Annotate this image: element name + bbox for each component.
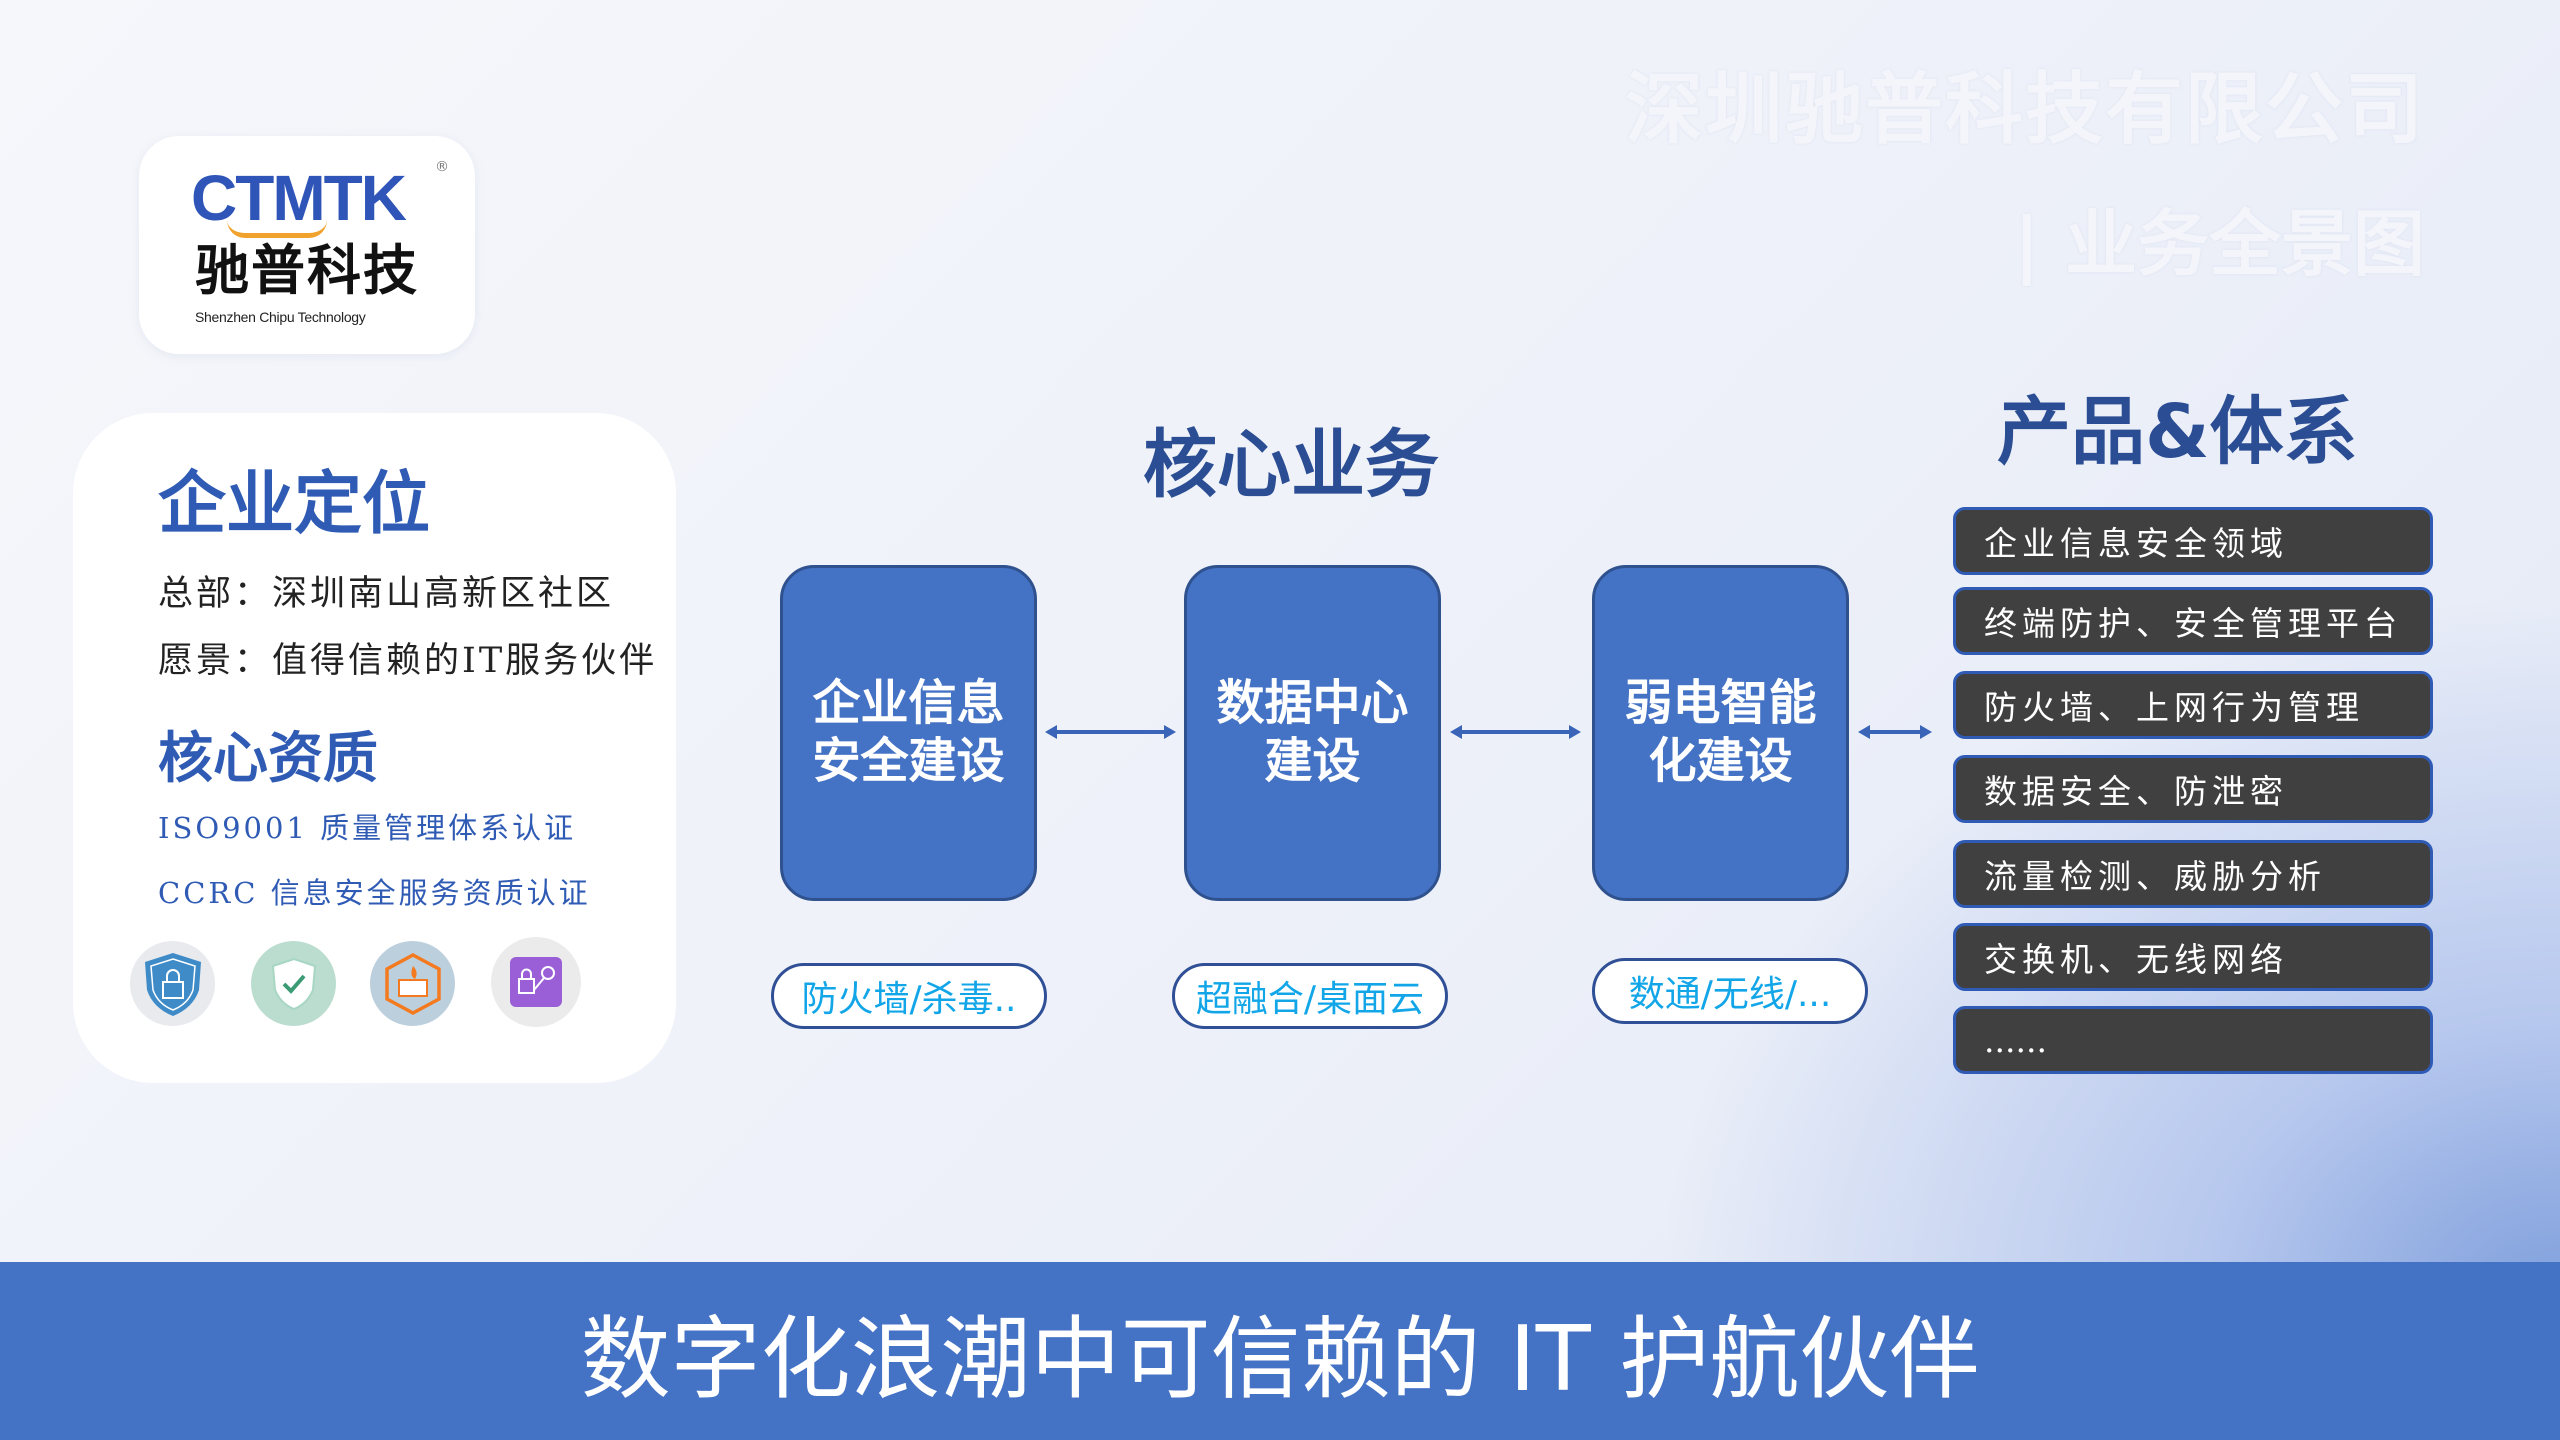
business-box-datacenter: 数据中心建设 (1184, 565, 1441, 901)
product-item: 流量检测、威胁分析 (1953, 840, 2433, 908)
business-box-infosec: 企业信息安全建设 (780, 565, 1037, 901)
tag-datacenter: 超融合/桌面云 (1172, 963, 1448, 1029)
double-arrow-icon (1045, 725, 1176, 739)
products-heading: 产品&体系 (1997, 389, 2358, 475)
shield-lock-icon (130, 941, 215, 1026)
qualification-ccrc: CCRC 信息安全服务资质认证 (158, 876, 591, 910)
business-box-weak-current: 弱电智能化建设 (1592, 565, 1849, 901)
company-title: 深圳驰普科技有限公司 (1624, 65, 2425, 155)
logo-subtitle: Shenzhen Chipu Technology (195, 309, 366, 325)
double-arrow-icon (1858, 725, 1932, 739)
firewall-icon (370, 941, 455, 1026)
registered-mark-icon: ® (435, 159, 449, 175)
logo-text-cn: 驰普科技 (195, 239, 419, 302)
core-business-heading: 核心业务 (1143, 422, 1439, 508)
tag-weak-current: 数通/无线/... (1592, 958, 1868, 1024)
footer-slogan: 数字化浪潮中可信赖的 IT 护航伙伴 (580, 1307, 1980, 1412)
tag-infosec: 防火墙/杀毒.. (771, 963, 1047, 1029)
shield-check-icon (251, 941, 336, 1026)
product-item: 数据安全、防泄密 (1953, 755, 2433, 823)
hq-text: 总部：深圳南山高新区社区 (158, 574, 615, 614)
lock-key-icon (491, 937, 581, 1027)
product-item: 防火墙、上网行为管理 (1953, 671, 2433, 739)
page-subtitle: | 业务全景图 (2013, 202, 2425, 286)
logo-card: CTMTK ® 驰普科技 Shenzhen Chipu Technology (139, 136, 475, 354)
product-item: 企业信息安全领域 (1953, 507, 2433, 575)
qualification-iso: ISO9001 质量管理体系认证 (158, 811, 577, 845)
positioning-card: 企业定位 总部：深圳南山高新区社区 愿景：值得信赖的IT服务伙伴 核心资质 IS… (73, 413, 676, 1083)
vision-text: 愿景：值得信赖的IT服务伙伴 (158, 641, 658, 681)
qualification-heading: 核心资质 (158, 726, 379, 790)
positioning-heading: 企业定位 (158, 465, 431, 544)
product-item: 交换机、无线网络 (1953, 923, 2433, 991)
footer-band: 数字化浪潮中可信赖的 IT 护航伙伴 (0, 1262, 2560, 1440)
product-item: 终端防护、安全管理平台 (1953, 587, 2433, 655)
product-item-more: ...... (1953, 1006, 2433, 1074)
double-arrow-icon (1450, 725, 1581, 739)
logo-smile-icon (227, 220, 327, 238)
